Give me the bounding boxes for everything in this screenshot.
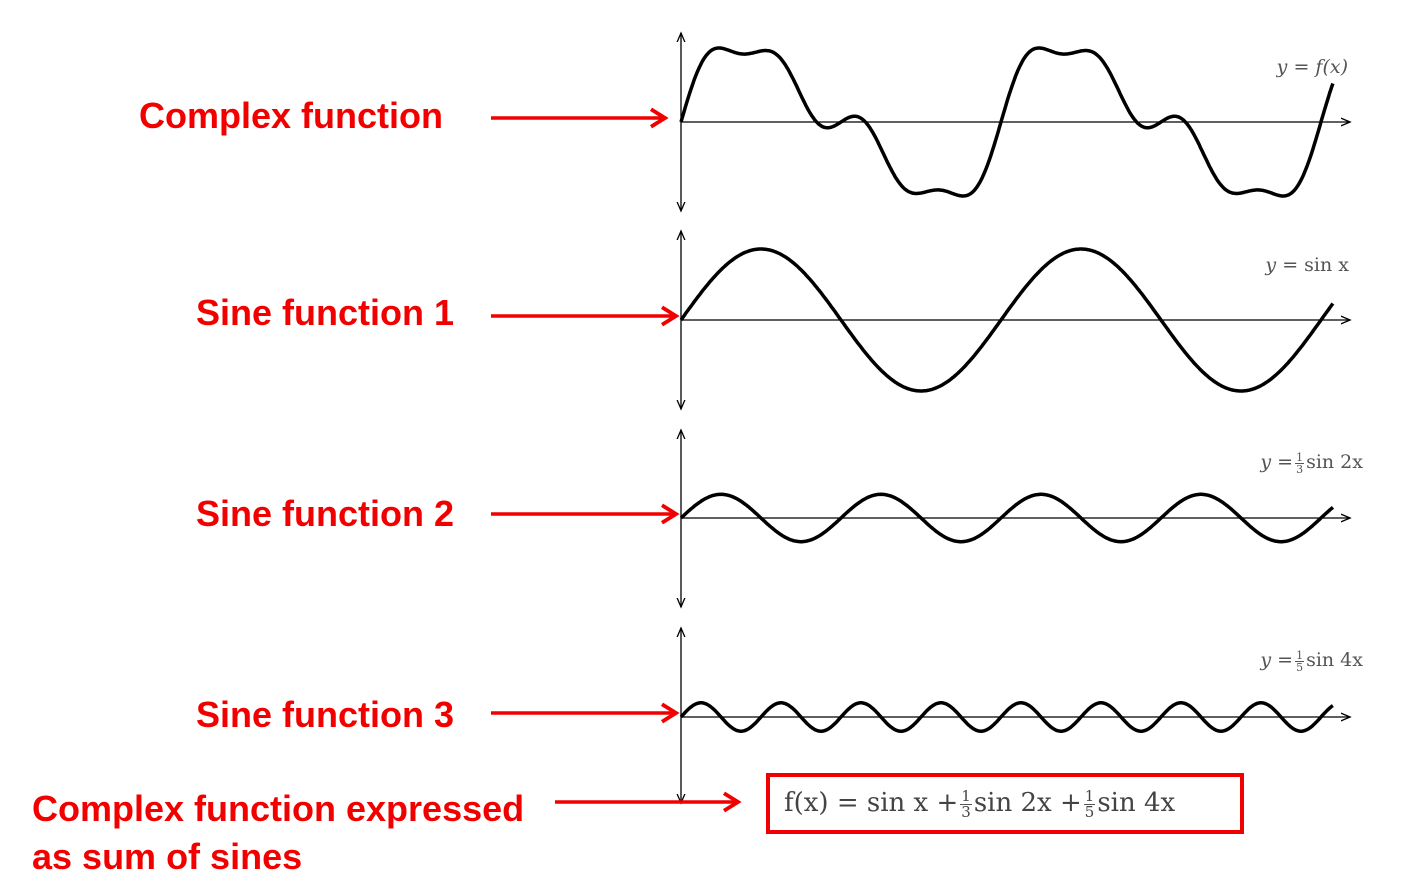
curve-2 <box>679 247 1335 393</box>
curve-1 <box>679 46 1335 198</box>
curve-3 <box>679 492 1335 544</box>
label-complex-function: Complex function <box>139 95 443 136</box>
equation-sine-1: y = sin x <box>1265 254 1349 276</box>
label-sine-function-2: Sine function 2 <box>196 493 455 534</box>
label-sine-function-1: Sine function 1 <box>196 292 455 333</box>
label-sum-line2: as sum of sines <box>32 836 303 877</box>
equation-complex: y = f(x) <box>1276 56 1348 78</box>
label-sum-line1: Complex function expressed <box>32 788 525 829</box>
label-sine-function-3: Sine function 3 <box>196 694 455 735</box>
curve-4 <box>679 701 1334 733</box>
